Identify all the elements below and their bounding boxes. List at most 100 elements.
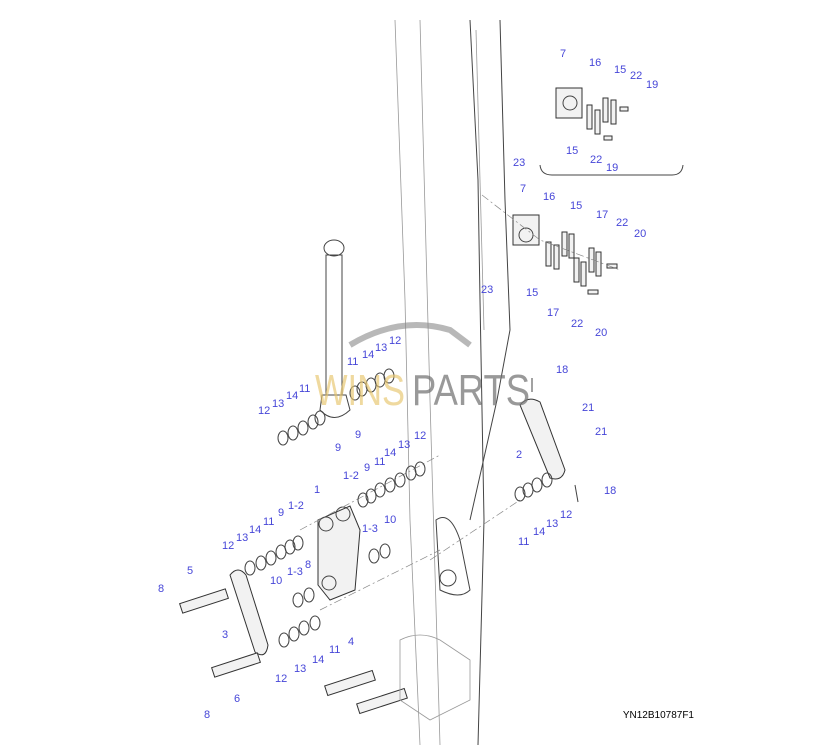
callout-7: 7 — [560, 48, 566, 60]
callout-11: 11 — [347, 356, 358, 368]
ring-part — [307, 414, 319, 430]
callout-4: 4 — [348, 636, 354, 648]
callout-22: 22 — [590, 154, 602, 166]
callout-13: 13 — [236, 532, 248, 544]
link-1 — [299, 454, 441, 611]
callout-21: 21 — [582, 402, 594, 414]
callout-14: 14 — [312, 654, 324, 666]
ring-part — [297, 420, 309, 436]
ring-part — [379, 543, 391, 559]
callout-7: 7 — [520, 183, 526, 195]
ring-part — [284, 539, 296, 555]
callout-1-2: 1-2 — [343, 470, 359, 482]
callout-14: 14 — [249, 524, 261, 536]
callout-12: 12 — [222, 540, 234, 552]
callout-13: 13 — [294, 663, 306, 675]
callout-19: 19 — [646, 79, 658, 91]
ring-part — [265, 550, 277, 566]
callout-15: 15 — [566, 145, 578, 157]
callout-13: 13 — [546, 518, 558, 530]
callout-15: 15 — [570, 200, 582, 212]
boom-outline — [394, 19, 511, 745]
callout-14: 14 — [533, 526, 545, 538]
drawing-code: YN12B10787F1 — [622, 710, 694, 721]
link-3-and-pins — [178, 569, 471, 721]
ring-part — [365, 488, 377, 504]
callout-8: 8 — [305, 559, 311, 571]
callout-12: 12 — [389, 335, 401, 347]
callout-18: 18 — [556, 364, 568, 376]
ring-part — [349, 385, 361, 401]
callout-12: 12 — [414, 430, 426, 442]
callout-10: 10 — [384, 514, 396, 526]
callout-11: 11 — [329, 644, 340, 656]
callout-12: 12 — [258, 405, 270, 417]
callout-11: 11 — [299, 383, 310, 395]
callout-13: 13 — [375, 342, 387, 354]
callout-1-2: 1-2 — [288, 500, 304, 512]
callout-1: 1 — [314, 484, 320, 496]
callout-8: 8 — [158, 583, 164, 595]
ring-part — [278, 632, 290, 648]
callout-14: 14 — [384, 447, 396, 459]
callout-14: 14 — [362, 349, 374, 361]
callout-16: 16 — [589, 57, 601, 69]
callout-11: 11 — [263, 516, 274, 528]
callout-19: 19 — [606, 162, 618, 174]
callout-23: 23 — [513, 157, 525, 169]
callout-17: 17 — [596, 209, 608, 221]
watermark-left: WINS — [315, 366, 405, 415]
callout-2: 2 — [516, 449, 522, 461]
callout-17: 17 — [547, 307, 559, 319]
callout-3: 3 — [222, 629, 228, 641]
ring-part — [288, 626, 300, 642]
callout-9: 9 — [278, 507, 284, 519]
callout-9: 9 — [355, 429, 361, 441]
inset-assembly — [481, 87, 684, 295]
ring-part — [292, 535, 304, 551]
ring-part — [298, 620, 310, 636]
ring-part — [275, 544, 287, 560]
ring-part — [314, 410, 326, 426]
ring-part — [514, 486, 526, 502]
ring-part — [531, 477, 543, 493]
callout-9: 9 — [335, 442, 341, 454]
ring-part — [277, 430, 289, 446]
ring-part — [255, 555, 267, 571]
ring-part — [287, 425, 299, 441]
ring-part — [405, 465, 417, 481]
callout-21: 21 — [595, 426, 607, 438]
callout-12: 12 — [275, 673, 287, 685]
link-2 — [429, 378, 579, 561]
callout-22: 22 — [571, 318, 583, 330]
callout-13: 13 — [272, 398, 284, 410]
ring-part — [303, 587, 315, 603]
callout-14: 14 — [286, 390, 298, 402]
ring-part — [357, 492, 369, 508]
callout-1-3: 1-3 — [287, 566, 303, 578]
callout-6: 6 — [234, 693, 240, 705]
ring-part — [383, 368, 395, 384]
callout-9: 9 — [364, 462, 370, 474]
watermark: WINS PARTS — [315, 322, 530, 415]
ring-part — [374, 482, 386, 498]
callout-22: 22 — [616, 217, 628, 229]
ring-part — [244, 560, 256, 576]
seal-rings — [244, 368, 553, 648]
callout-1-3: 1-3 — [362, 523, 378, 535]
callout-15: 15 — [614, 64, 626, 76]
ring-part — [394, 472, 406, 488]
callout-11: 11 — [374, 456, 385, 468]
callout-12: 12 — [560, 509, 572, 521]
ring-part — [368, 548, 380, 564]
callout-8: 8 — [204, 709, 210, 721]
callout-11: 11 — [518, 536, 529, 548]
callout-15: 15 — [526, 287, 538, 299]
callout-13: 13 — [398, 439, 410, 451]
watermark-right: PARTS — [412, 366, 530, 415]
callout-23: 23 — [481, 284, 493, 296]
callout-16: 16 — [543, 191, 555, 203]
